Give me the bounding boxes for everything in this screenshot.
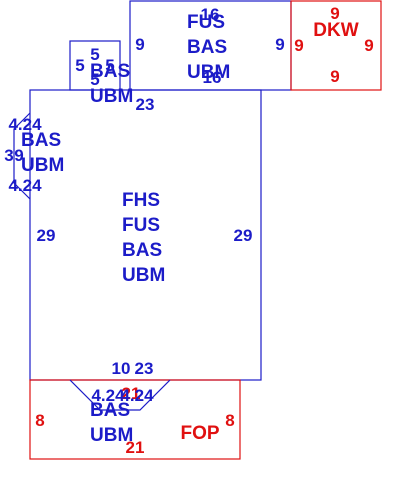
top-block-label-3: UBM	[187, 62, 230, 83]
bottom-bay-outline	[69, 379, 171, 411]
bump-label-1: BAS	[90, 61, 130, 82]
deck-dim-top: 9	[330, 4, 339, 23]
porch-outline	[29, 379, 241, 460]
left-bay-outline	[13, 112, 31, 200]
left-bay-dim-lower: 4.24	[8, 176, 42, 195]
left-bay-dim-side: 3	[4, 146, 13, 165]
left-bay-label-1: BAS	[21, 130, 61, 151]
top-block-dim-right: 9	[275, 35, 284, 54]
main-dim-left: 29	[37, 226, 56, 245]
deck-outline	[290, 0, 382, 91]
porch-dim-bottom: 21	[126, 438, 145, 457]
main-dim-bottom-b: 23	[135, 359, 154, 378]
top-block-label-1: FUS	[187, 12, 225, 33]
top-block-dim-left: 9	[135, 35, 144, 54]
top-block-dim-top: 16	[201, 5, 220, 24]
deck-dim-left: 9	[294, 36, 303, 55]
porch-label: FOP	[180, 423, 219, 444]
bump-outline	[69, 40, 121, 91]
bump-dim-bottom: 23	[136, 95, 155, 114]
left-bay-dim-upper: 4.24	[8, 115, 42, 134]
main-label-4: UBM	[122, 265, 165, 286]
left-bay-dim-mid: 9	[14, 146, 23, 165]
deck-dim-right: 9	[364, 36, 373, 55]
bump-label-2: UBM	[90, 86, 133, 107]
deck-label: DKW	[313, 20, 358, 41]
bump-dim-inner: 5	[90, 70, 99, 89]
porch-dim-right: 8	[225, 411, 234, 430]
bottom-bay-dim-mid: 21	[122, 384, 141, 403]
top-block-dim-bottom: 16	[203, 68, 222, 87]
main-dim-right: 29	[234, 226, 253, 245]
main-label-1: FHS	[122, 190, 160, 211]
main-label-3: BAS	[122, 240, 162, 261]
deck-dim-bottom: 9	[330, 67, 339, 86]
bottom-bay-dim-right: 4.24	[120, 386, 154, 405]
top-block-label-2: BAS	[187, 37, 227, 58]
main-label-2: FUS	[122, 215, 160, 236]
bottom-bay-label-2: UBM	[90, 425, 133, 446]
left-bay-label-2: UBM	[21, 155, 64, 176]
bump-dim-right: 5	[105, 56, 114, 75]
bump-dim-top: 5	[90, 45, 99, 64]
porch-dim-left: 8	[35, 411, 44, 430]
bottom-bay-label-1: BAS	[90, 400, 130, 421]
bottom-bay-dim-left: 4.24	[91, 386, 125, 405]
main-dim-bottom-a: 10	[112, 359, 131, 378]
bump-dim-left: 5	[75, 56, 84, 75]
